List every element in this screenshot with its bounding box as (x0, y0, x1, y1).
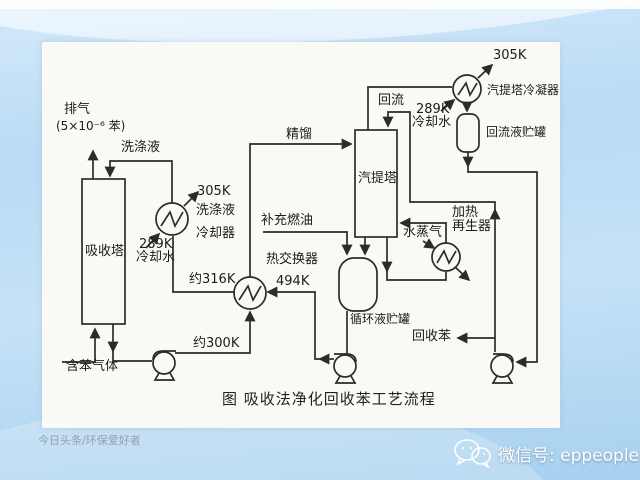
pump-absorber-bottoms (152, 350, 176, 381)
label-wash-liquid: 洗涤液 (121, 140, 161, 155)
reflux-tank-vessel (456, 113, 480, 153)
label-wash-cooler-1: 洗涤液 (196, 203, 236, 218)
label-absorber: 吸收塔 (85, 244, 125, 259)
label-reflux-tank: 回流液贮罐 (486, 125, 547, 139)
line-pump1-to-hx (175, 310, 256, 354)
line-steam-in (422, 238, 436, 249)
line-wash-liquid-to-absorber (104, 160, 173, 203)
label-reflux: 回流 (378, 93, 405, 108)
label-wash-cooler-2: 冷却器 (196, 226, 236, 241)
figure-caption: 图 吸收法净化回收苯工艺流程 (222, 390, 436, 408)
line-regen-return (399, 217, 447, 243)
label-cooler-cw-in-2: 冷却水 (136, 250, 176, 265)
wechat-badge: 微信号: eppeople (452, 438, 639, 468)
heat-exchanger-symbol (233, 276, 267, 310)
wechat-id-text: 微信号: eppeople (498, 445, 640, 466)
label-cooler-cw-in-1: 289K (139, 237, 173, 252)
label-makeup-oil: 补充燃油 (261, 213, 314, 228)
wash-cooler-symbol (155, 202, 189, 236)
label-exhaust-note: (5×10⁻⁶ 苯) (56, 119, 126, 133)
wechat-icon (454, 439, 491, 468)
line-reflux-to-stripper (382, 111, 496, 212)
label-cond-cw-out-temp: 305K (493, 48, 527, 63)
label-hx-hot-out-temp: 约316K (189, 272, 236, 287)
line-cond-cw-in (440, 98, 456, 112)
label-circulation-tank: 循环液贮罐 (350, 312, 411, 326)
line-cooler-cw-in (145, 232, 161, 249)
label-cond-cw-in-2: 冷却水 (412, 115, 452, 130)
circulation-tank-vessel (338, 257, 378, 312)
line-feed-gas (62, 327, 101, 363)
label-stripper: 汽提塔 (358, 171, 398, 186)
label-exhaust: 排气 (64, 102, 91, 117)
label-regenerator-2: 再生器 (452, 219, 492, 234)
line-regen-condensate (454, 266, 471, 282)
line-makeup-oil (263, 231, 353, 256)
label-regenerator-1: 加热 (452, 205, 479, 220)
pump-circulation (333, 353, 357, 384)
label-hx-cold-in-temp: 约300K (193, 336, 240, 351)
label-feed-gas: 含苯气体 (66, 359, 119, 374)
line-hx-to-cooler (172, 236, 234, 293)
label-hx-hot-in-temp: 494K (276, 274, 310, 289)
label-recovered-benzene: 回收苯 (412, 329, 452, 344)
line-tank-to-pump3 (467, 164, 538, 368)
condenser-symbol (452, 74, 482, 104)
label-cond-cw-in-1: 289K (416, 102, 450, 117)
stripper-vessel (354, 129, 398, 238)
label-steam: 水蒸气 (403, 225, 443, 240)
line-cooler-cw-out (183, 190, 200, 207)
label-distillation: 精馏 (286, 127, 313, 142)
line-stripper-vapor (367, 86, 452, 130)
line-stripper-to-regen-2 (386, 269, 447, 281)
label-cooler-cw-out-temp: 305K (197, 184, 231, 199)
absorber-vessel (81, 178, 126, 325)
line-cond-cw-out (477, 63, 494, 79)
pump-reflux (490, 353, 514, 384)
flow-diagram-canvas (42, 42, 560, 428)
label-heat-exchanger: 热交换器 (266, 252, 319, 267)
line-pump2-to-hx (266, 286, 322, 360)
label-condenser: 汽提塔冷凝器 (487, 83, 560, 97)
line-hx-to-stripper (249, 138, 353, 277)
watermark-text: 今日头条/环保爱好者 (38, 434, 141, 447)
line-absorber-drain-2 (112, 349, 152, 362)
